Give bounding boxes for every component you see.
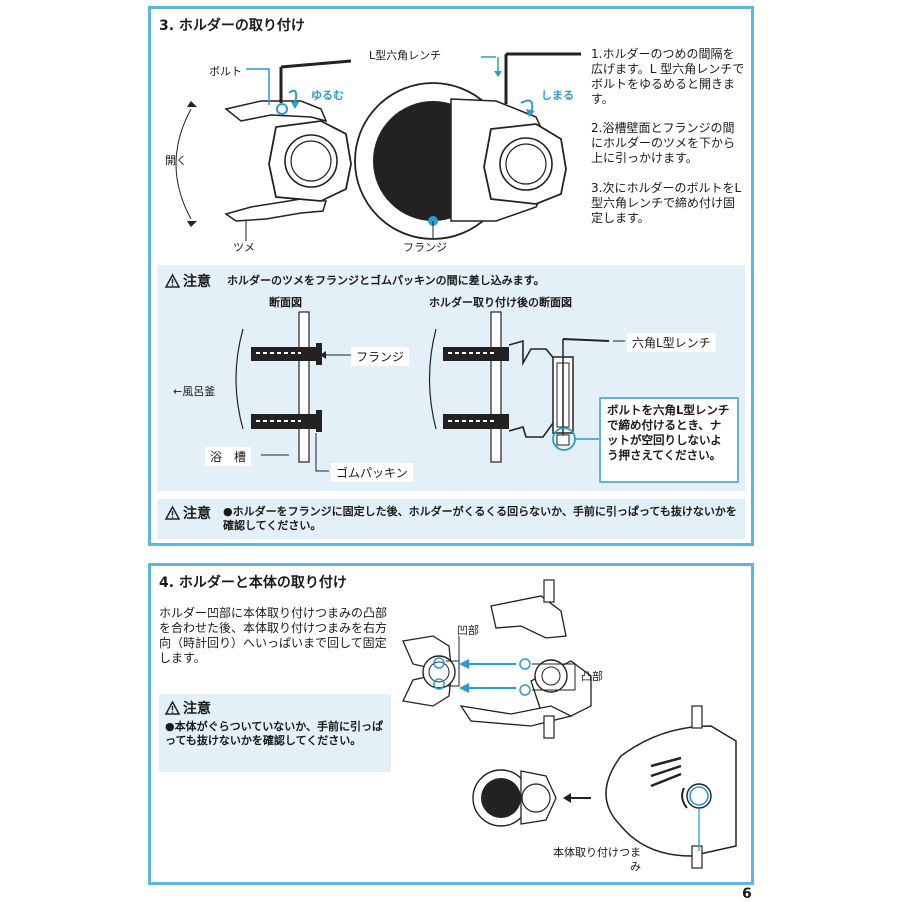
step-1: 1.ホルダーのつめの間隔を広げます。L 型六角レンチでボルトをゆるめると開きます… [591, 47, 745, 106]
caution-3-header: 注意 [164, 698, 211, 718]
warning-icon [164, 700, 181, 715]
open-label: 開く [165, 154, 187, 167]
section-4-title: 4. ホルダーと本体の取り付け [159, 575, 347, 591]
section-3-title: 3. ホルダーの取り付け [159, 18, 305, 34]
page-number: 6 [742, 886, 752, 902]
step-3: 3.次にホルダーのボルトをL型六角レンチで締め付け固定します。 [591, 181, 742, 225]
flange-callout: フランジ [351, 347, 410, 366]
hex-wrench-label: 六角L型レンチ [627, 333, 716, 352]
section-3-panel: 3. ホルダーの取り付け [148, 6, 754, 546]
after-section-title: ホルダー取り付け後の断面図 [429, 296, 572, 309]
gasket-label: ゴムパッキン [331, 463, 413, 482]
section-4-instruction: ホルダー凹部に本体取り付けつまみの凸部を合わせた後、本体取り付けつまみを右方向（… [159, 606, 388, 665]
caution-2-label: 注意 [183, 506, 211, 522]
caution-2-band [157, 499, 745, 539]
warning-icon [164, 273, 181, 288]
caution-1-header: 注意 [164, 271, 211, 291]
caution-3-band [159, 694, 391, 772]
convex-label: 凸部 [581, 670, 603, 683]
warning-icon [164, 505, 181, 520]
lwrench-label: L型六角レンチ [369, 49, 442, 62]
loosen-label: ゆるむ [311, 89, 344, 102]
caution-1-label: 注意 [183, 274, 211, 290]
bath-pot-label: ←風呂釜 [173, 385, 216, 398]
bolt-label: ボルト [209, 65, 242, 78]
caution-1-text: ホルダーのツメをフランジとゴムパッキンの間に差し込みます。 [227, 274, 545, 287]
caution-2-header: 注意 [164, 503, 211, 523]
concave-label: 凹部 [457, 624, 479, 637]
tighten-label: しまる [541, 89, 574, 102]
cross-section-diagrams [235, 311, 625, 472]
cross-section-title: 断面図 [269, 296, 302, 309]
flange-label: フランジ [403, 241, 447, 254]
nut-note: ボルトを六角L型レンチで締め付けるとき、ナットが空回りしないよう押さえてください… [599, 397, 739, 483]
holder-illustration [175, 52, 581, 241]
tub-label: 浴 槽 [205, 447, 252, 466]
section-4-panel: 4. ホルダーと本体の取り付け ホルダー凹部に本体取り付けつまみの凸部を合わせた… [148, 563, 754, 885]
step-2: 2.浴槽壁面とフランジの間にホルダーのツメを下から上に引っかけます。 [591, 121, 736, 165]
caution-3-text: ●本体がぐらついていないか、手前に引っぱっても抜けないかを確認してください。 [165, 720, 384, 747]
claw-label: ツメ [233, 241, 255, 254]
knob-label: 本体取り付けつまみ [553, 846, 641, 873]
caution-2-text: ●ホルダーをフランジに固定した後、ホルダーがくるくる回らないか、手前に引っぱって… [223, 505, 737, 532]
caution-3-label: 注意 [183, 701, 211, 717]
assembly-illustration [402, 579, 737, 869]
